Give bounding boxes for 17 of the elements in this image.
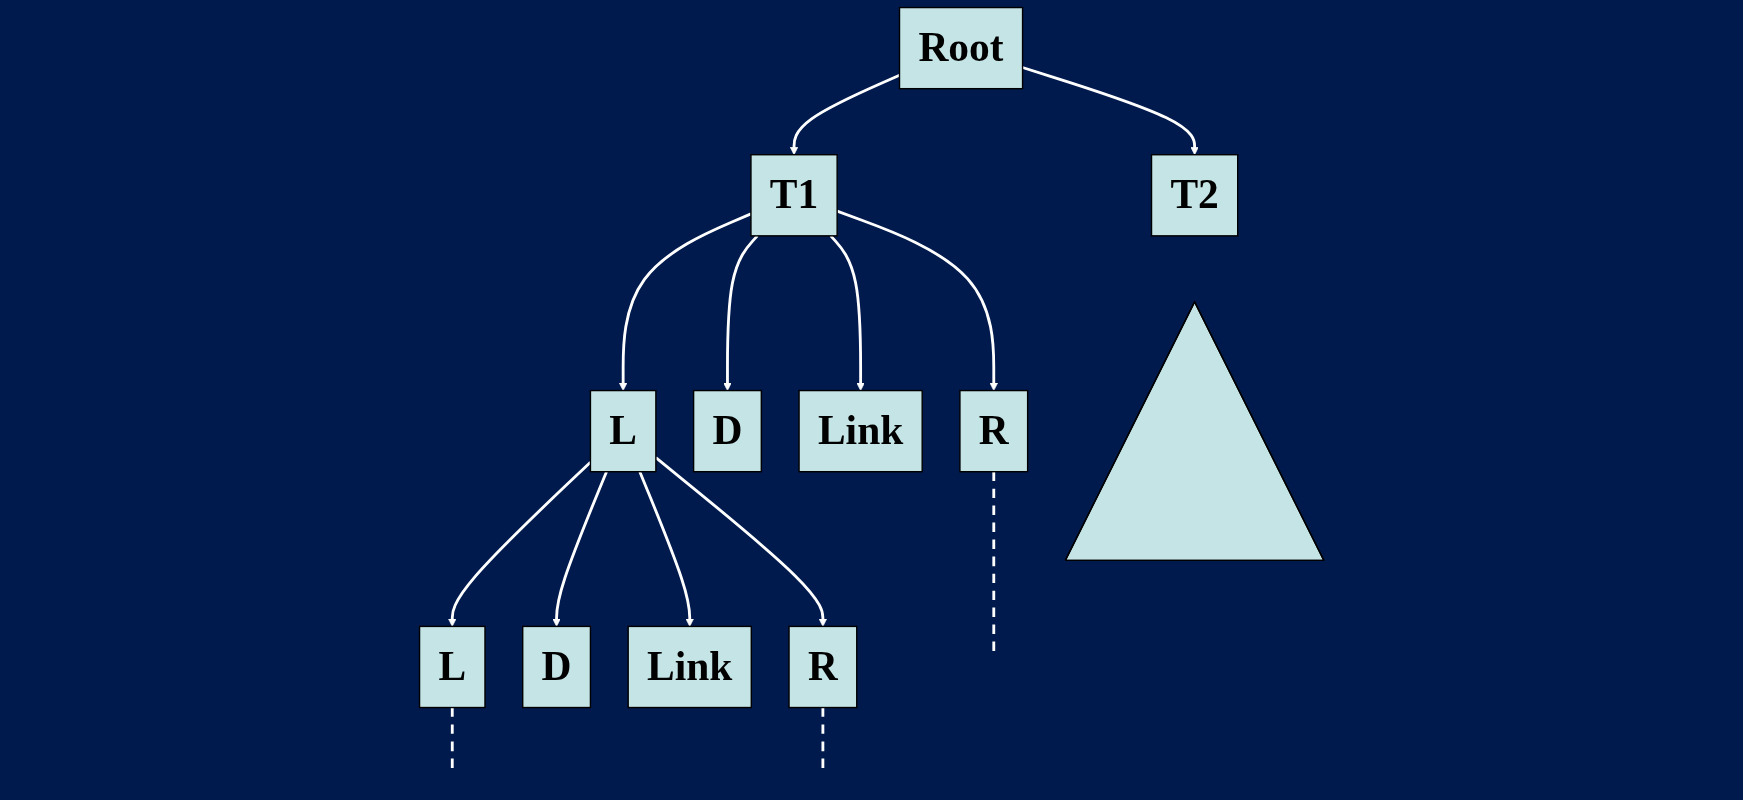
node-box: Root — [898, 6, 1024, 90]
node-box: R — [788, 625, 858, 709]
node-box: Link — [798, 389, 923, 473]
arrow — [836, 209, 998, 391]
arrow — [723, 234, 759, 391]
node-box: L — [589, 389, 657, 473]
node-box: R — [959, 389, 1029, 473]
node-box: D — [692, 389, 762, 473]
node-box: T2 — [1150, 154, 1239, 237]
node-box: Link — [627, 625, 752, 709]
node-box: L — [418, 625, 486, 709]
arrow — [789, 73, 900, 156]
arrow — [829, 234, 865, 391]
arrow — [552, 471, 608, 627]
node-box: D — [521, 625, 591, 709]
arrow — [638, 471, 694, 627]
node-box: T1 — [750, 154, 838, 237]
